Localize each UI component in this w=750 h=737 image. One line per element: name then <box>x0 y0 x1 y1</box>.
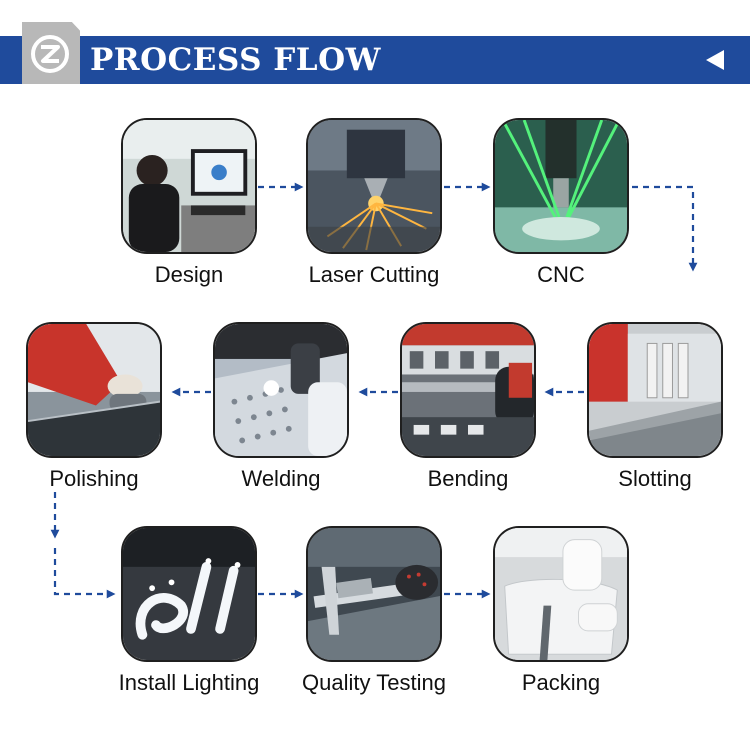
step-label: Polishing <box>49 466 139 491</box>
polishing-photo <box>26 322 162 458</box>
step-label: Laser Cutting <box>308 262 440 287</box>
led-letters-photo <box>121 526 257 662</box>
packing-photo <box>493 526 629 662</box>
triangle-left-icon[interactable] <box>706 50 724 70</box>
step-label: Install Lighting <box>118 670 260 695</box>
step-label: Design <box>154 262 224 287</box>
designer-at-computer-photo <box>121 118 257 254</box>
slotting-machine-photo <box>587 322 723 458</box>
step-label: Packing <box>521 670 601 695</box>
header-band <box>0 36 750 84</box>
caliper-measuring-photo <box>306 526 442 662</box>
laser-cutting-photo <box>306 118 442 254</box>
step-label: Slotting <box>618 466 692 491</box>
logo-badge <box>22 22 80 84</box>
brand-logo-icon <box>31 35 69 73</box>
cnc-machine-photo <box>493 118 629 254</box>
step-label: CNC <box>537 262 585 287</box>
step-label: Welding <box>241 466 321 491</box>
connector-cnc-slotting <box>632 185 698 272</box>
welding-photo <box>213 322 349 458</box>
step-label: Bending <box>427 466 509 491</box>
page-title: PROCESS FLOW <box>90 42 381 78</box>
step-label: Quality Testing <box>302 670 446 695</box>
bending-machine-photo <box>400 322 536 458</box>
connector-down-right <box>53 548 116 599</box>
